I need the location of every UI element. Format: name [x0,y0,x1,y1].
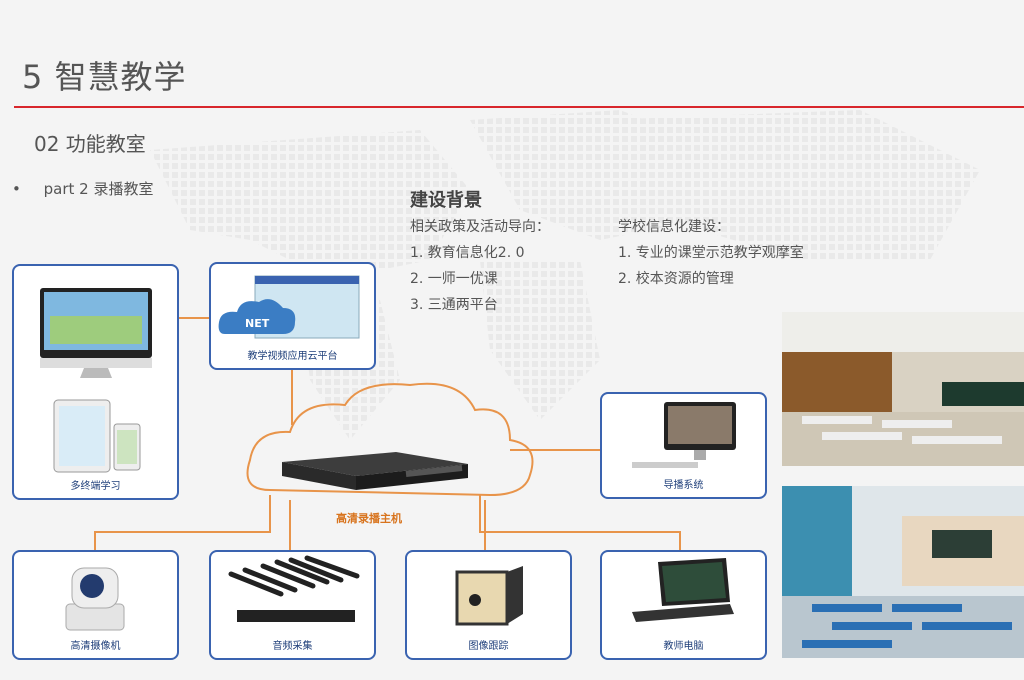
cloud-platform-icon: NET [218,275,360,339]
node-label: 多终端学习 [70,481,121,492]
policy-item: 3. 三通两平台 [410,297,498,313]
classroom-photo-2 [782,486,1024,658]
node-hd-camera: 高清摄像机 [12,550,179,660]
node-teacher-pc: 教师电脑 [600,550,767,660]
classroom-photo-1 [782,312,1024,466]
tracking-camera-icon [455,566,523,626]
section-subtitle: 02 功能教室 [34,132,146,156]
cloud-outline [246,382,534,497]
laptop-icon [632,558,734,622]
title-divider [14,106,1024,108]
node-directing-system: 导播系统 [600,392,767,499]
page-title: 5 智慧教学 [22,58,187,96]
policy-column: 相关政策及活动导向： 1. 教育信息化2. 0 2. 一师一优课 3. 三通两平… [410,214,550,318]
node-image-tracking: 图像跟踪 [405,550,572,660]
bullet-marker: • [12,180,21,198]
node-label: 高清摄像机 [70,641,121,652]
policy-item: 2. 一师一优课 [410,271,498,287]
node-label: 教学视频应用云平台 [247,351,338,362]
monitor-icon [632,402,736,468]
node-cloud-platform: NET 教学视频应用云平台 [209,262,376,370]
node-audio-capture: 音频采集 [209,550,376,660]
microphones-icon [228,555,360,622]
school-title: 学校信息化建设： [618,219,730,235]
node-multi-terminal: 多终端学习 [12,264,179,500]
node-label: 教师电脑 [663,641,704,652]
school-column: 学校信息化建设： 1. 专业的课堂示范教学观摩室 2. 校本资源的管理 [618,214,804,292]
node-label: 导播系统 [663,480,704,491]
school-item: 1. 专业的课堂示范教学观摩室 [618,245,804,261]
policy-title: 相关政策及活动导向： [410,219,550,235]
school-item: 2. 校本资源的管理 [618,271,734,287]
recording-host-label: 高清录播主机 [336,512,402,525]
ptz-camera-icon [65,567,125,631]
devices-icon [40,288,152,473]
recording-host-device [282,452,468,490]
net-badge: NET [245,317,270,330]
background-heading: 建设背景 [410,190,482,211]
bullet-item: • part 2 录播教室 [12,178,153,199]
node-label: 音频采集 [272,641,313,652]
policy-item: 1. 教育信息化2. 0 [410,245,525,261]
bullet-text: part 2 录播教室 [43,180,154,198]
node-label: 图像跟踪 [468,641,509,652]
